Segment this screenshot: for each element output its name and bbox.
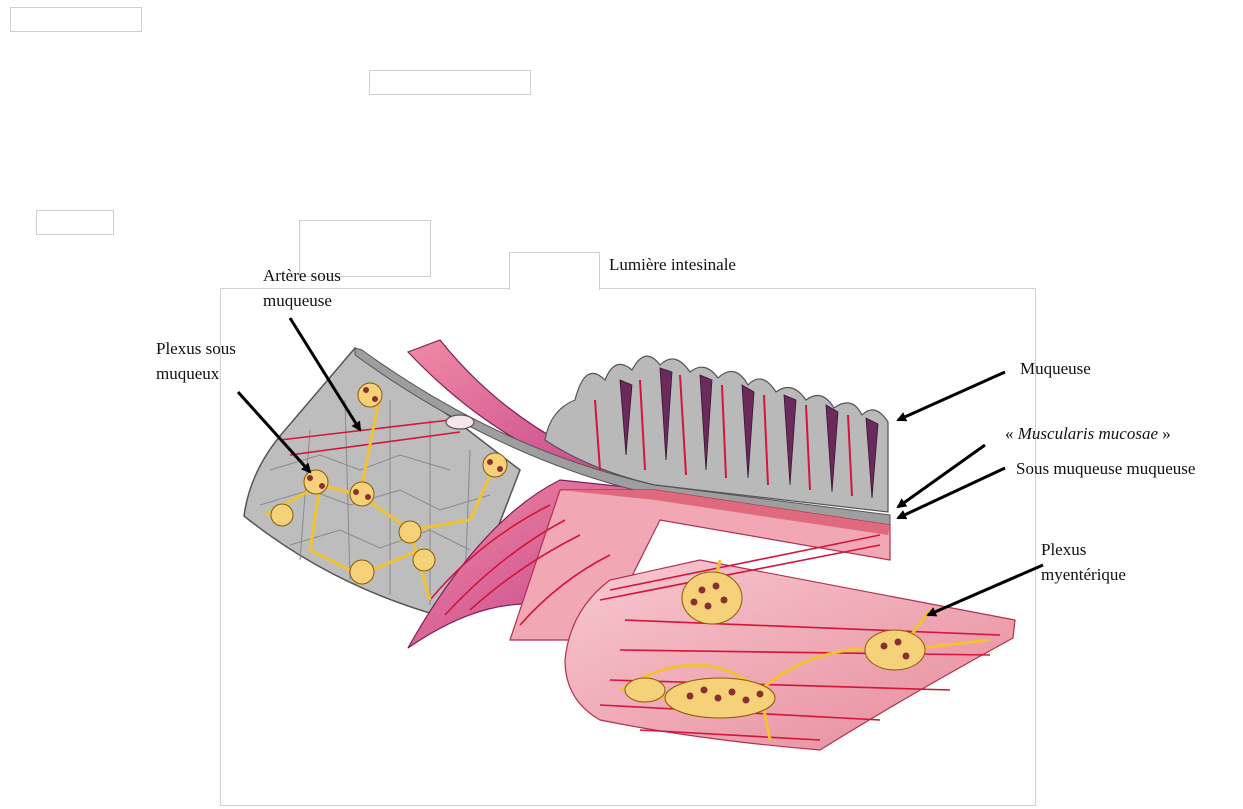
label-artere-line1: Artère sous (263, 263, 341, 288)
submucosal-artery (446, 415, 474, 429)
label-sous-muqueuse: Sous muqueuse muqueuse (1016, 456, 1195, 481)
label-muscularis-italic: Muscularis mucosae (1018, 424, 1158, 443)
label-plexus-myenterique-line1: Plexus (1041, 537, 1086, 562)
label-plexus-sous-line1: Plexus sous (156, 336, 236, 361)
label-artere-line2: muqueuse (263, 288, 332, 313)
arrow-muqueuse (898, 372, 1005, 420)
label-muscularis-open: « (1005, 424, 1014, 443)
label-muqueuse: Muqueuse (1020, 356, 1091, 381)
label-muscularis: « Muscularis mucosae » (1005, 421, 1171, 446)
arrow-sous-muqueuse (898, 468, 1005, 518)
label-plexus-sous-line2: muqueux (156, 361, 219, 386)
label-lumiere: Lumière intesinale (609, 252, 736, 277)
arrow-plexus-myenterique (928, 565, 1043, 615)
label-muscularis-close: » (1162, 424, 1171, 443)
label-plexus-myenterique-line2: myentérique (1041, 562, 1126, 587)
